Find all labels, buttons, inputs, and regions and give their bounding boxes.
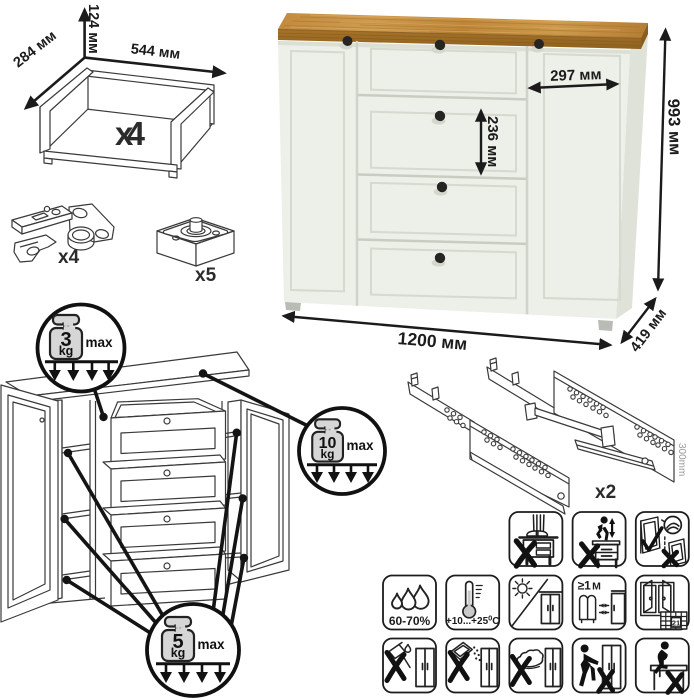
svg-text:x5: x5 — [195, 265, 217, 286]
svg-text:10: 10 — [319, 435, 337, 452]
svg-text:236 мм: 236 мм — [484, 116, 501, 167]
svg-text:297 мм: 297 мм — [550, 66, 602, 85]
svg-text:5: 5 — [172, 631, 183, 653]
svg-text:x4: x4 — [115, 115, 146, 152]
svg-text:M: M — [592, 581, 601, 593]
svg-text:21: 21 — [672, 618, 680, 627]
svg-text:≥1: ≥1 — [578, 579, 592, 593]
svg-text:60-70%: 60-70% — [389, 614, 431, 628]
svg-text:max: max — [346, 438, 374, 453]
svg-text:300mm: 300mm — [676, 443, 687, 476]
svg-text:3: 3 — [60, 329, 71, 351]
svg-text:x4: x4 — [58, 247, 80, 268]
svg-text:993 мм: 993 мм — [664, 99, 684, 156]
svg-text:kg: kg — [59, 344, 74, 358]
svg-text:544 мм: 544 мм — [130, 41, 181, 63]
svg-text:124 мм: 124 мм — [85, 4, 101, 54]
svg-text:x2: x2 — [595, 482, 616, 503]
svg-text:+10...+250C: +10...+250C — [446, 614, 500, 628]
svg-text:kg: kg — [171, 646, 186, 660]
svg-text:kg: kg — [320, 447, 334, 461]
svg-text:max: max — [85, 335, 113, 350]
svg-text:max: max — [197, 637, 225, 652]
